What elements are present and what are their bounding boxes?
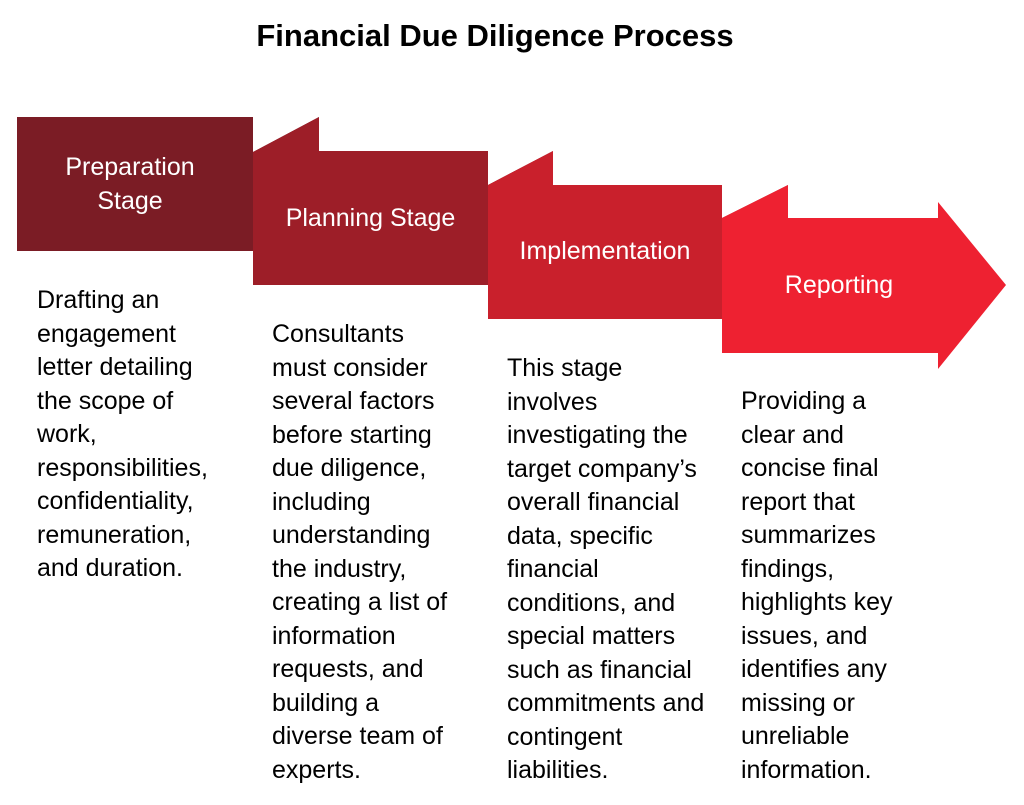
description-line: understanding [272,521,431,549]
stage-1-label: Preparation Stage [17,150,243,218]
description-line: target company’s [507,454,697,483]
description-line: findings, [741,554,835,583]
description-line: financial [507,555,599,583]
stage-4-arrow [722,185,1006,369]
description-line: This stage [507,354,623,382]
description-line: the industry, [272,554,407,583]
stage-3-label-line: Implementation [519,237,691,265]
description-line: Providing a [741,387,867,415]
stage-4-description: Providing a clear and concise final report … [741,385,951,787]
stage-2-label: Planning Stage [253,201,488,235]
description-line: remuneration, [37,520,192,549]
stage-2-box [253,117,488,285]
description-line: involves [507,387,598,416]
description-line: clear and [741,420,844,449]
description-line: confidentiality, [37,487,194,515]
stage-3-description: This stage involves investigating the targe… [507,352,729,788]
description-line: information. [741,755,872,784]
description-line: identifies any [741,655,887,683]
description-line: such as financial [507,655,692,684]
stage-3-box [488,151,722,319]
description-line: before starting [272,420,432,449]
description-line: missing or [741,688,855,717]
description-line: overall financial [507,488,680,516]
stage-2-label-line: Planning Stage [285,204,456,232]
description-line: summarizes [741,521,876,549]
description-line: several factors [272,387,435,415]
description-line: contingent [507,722,623,751]
description-line: liabilities. [507,756,609,784]
description-line: issues, and [741,621,868,650]
stage-1-description: Drafting an engagement letter detailing the… [37,284,247,586]
description-line: creating a list of [272,588,448,616]
description-line: commitments and [507,689,705,717]
stage-1-box [17,117,253,251]
stage-2-description: Consultants must consider several factors b… [272,318,486,787]
stage-1-label-line: Stage [97,187,163,215]
description-line: unreliable [741,722,850,750]
description-line: engagement [37,319,177,348]
description-line: requests, and [272,655,424,683]
stage-1-label-line: Preparation [65,153,195,181]
description-line: special matters [507,622,676,650]
description-line: Consultants [272,320,405,348]
description-line: work, [37,420,97,448]
description-line: highlights key [741,588,893,616]
description-line: building a [272,688,380,717]
description-line: including [272,487,371,516]
stage-4-label: Reporting [722,268,956,302]
description-line: conditions, and [507,588,676,617]
description-line: diverse team of [272,722,443,750]
description-line: the scope of [37,386,174,415]
description-line: information [272,621,396,650]
stage-4-label-line: Reporting [784,271,894,299]
diagram-title: Financial Due Diligence Process [256,18,734,53]
stage-3-label: Implementation [488,234,722,268]
description-line: Drafting an [37,286,160,314]
description-line: data, specific [507,521,653,550]
description-line: letter detailing [37,353,193,381]
description-line: due diligence, [272,454,427,482]
description-line: and duration. [37,554,183,582]
description-line: concise final [741,454,879,482]
description-line: must consider [272,353,428,382]
description-line: investigating the [507,421,688,449]
description-line: experts. [272,755,361,784]
description-line: responsibilities, [37,453,208,482]
description-line: report that [741,487,855,516]
